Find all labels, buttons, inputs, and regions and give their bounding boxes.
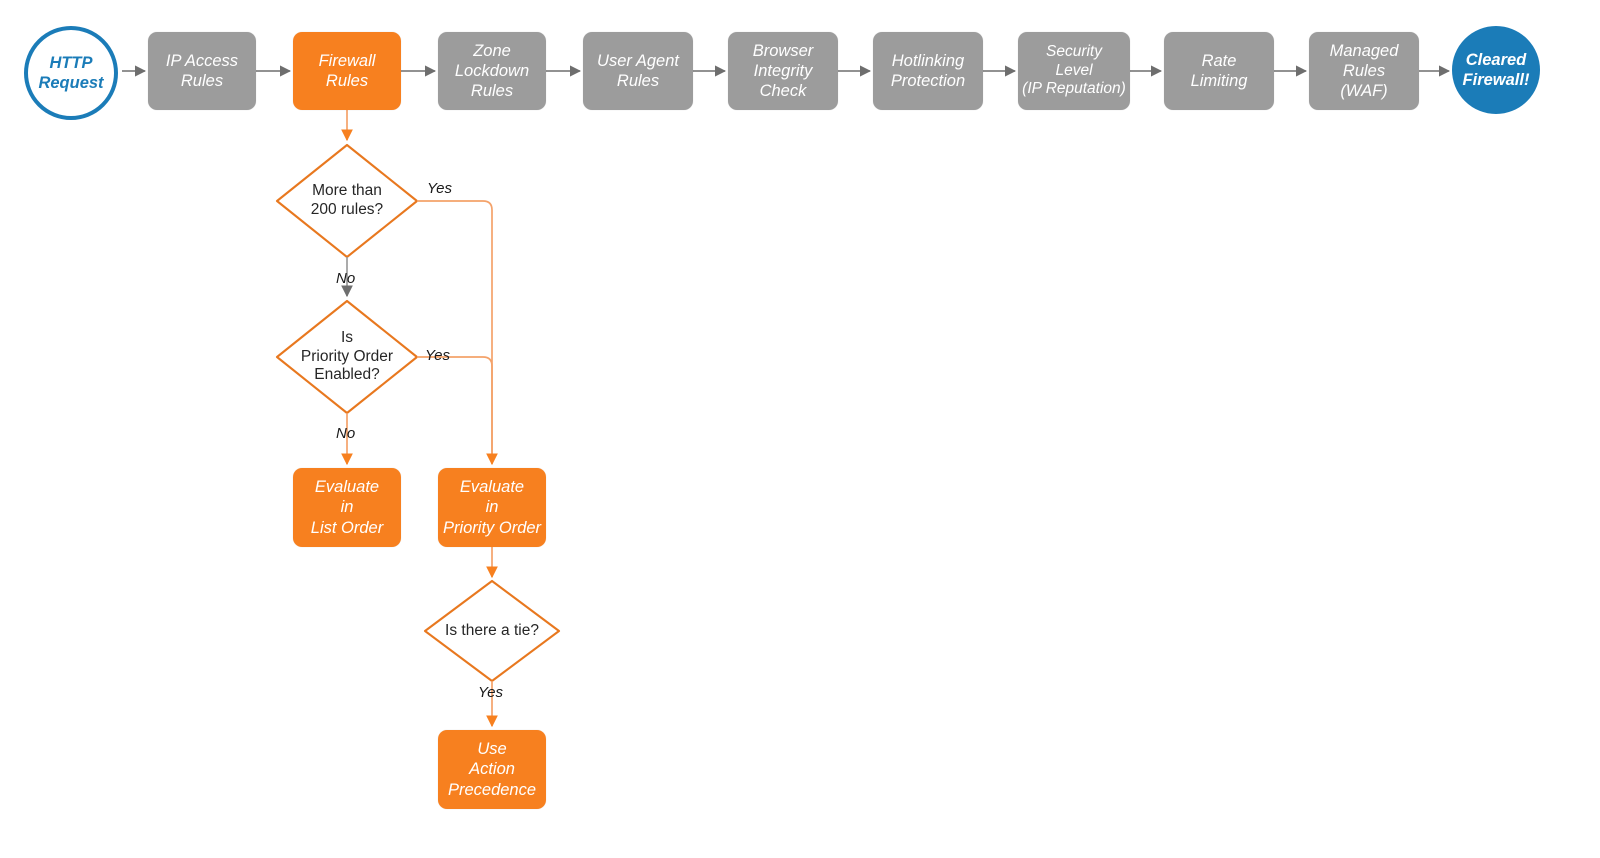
node-is-there-a-tie[interactable]: Is there a tie? [445, 621, 539, 639]
node-evaluate-in-list-order[interactable]: Evaluate in List Order [293, 468, 401, 547]
edge-label-yes-is-there-a-tie: Yes [478, 684, 504, 701]
node-is-priority-order-enabled[interactable]: Is Priority Order Enabled? [300, 328, 394, 384]
node-hotlinking-protection[interactable]: Hotlinking Protection [873, 32, 983, 110]
node-rate-limiting[interactable]: Rate Limiting [1164, 32, 1274, 110]
node-more-than-200-rules[interactable]: More than 200 rules? [310, 182, 384, 218]
node-zone-lockdown-rules[interactable]: Zone Lockdown Rules [438, 32, 546, 110]
edge-label-yes-priority-order: Yes [425, 347, 451, 364]
node-firewall-rules[interactable]: Firewall Rules [293, 32, 401, 110]
node-user-agent-rules[interactable]: User Agent Rules [583, 32, 693, 110]
node-cleared-firewall[interactable]: Cleared Firewall! [1452, 26, 1540, 114]
node-security-level[interactable]: Security Level (IP Reputation) [1018, 32, 1130, 110]
node-evaluate-in-priority-order[interactable]: Evaluate in Priority Order [438, 468, 546, 547]
edge-label-no-priority-order: No [336, 425, 356, 442]
node-ip-access-rules[interactable]: IP Access Rules [148, 32, 256, 110]
edge-priorityorder-yes [417, 356, 493, 440]
node-browser-integrity-check[interactable]: Browser Integrity Check [728, 32, 838, 110]
node-managed-rules-waf[interactable]: Managed Rules (WAF) [1309, 32, 1419, 110]
edge-decision200-yes [417, 200, 493, 455]
edge-label-yes-more-than-200: Yes [427, 180, 453, 197]
edge-label-no-more-than-200: No [336, 270, 356, 287]
node-http-request[interactable]: HTTP Request [24, 26, 118, 120]
node-use-action-precedence[interactable]: Use Action Precedence [438, 730, 546, 809]
